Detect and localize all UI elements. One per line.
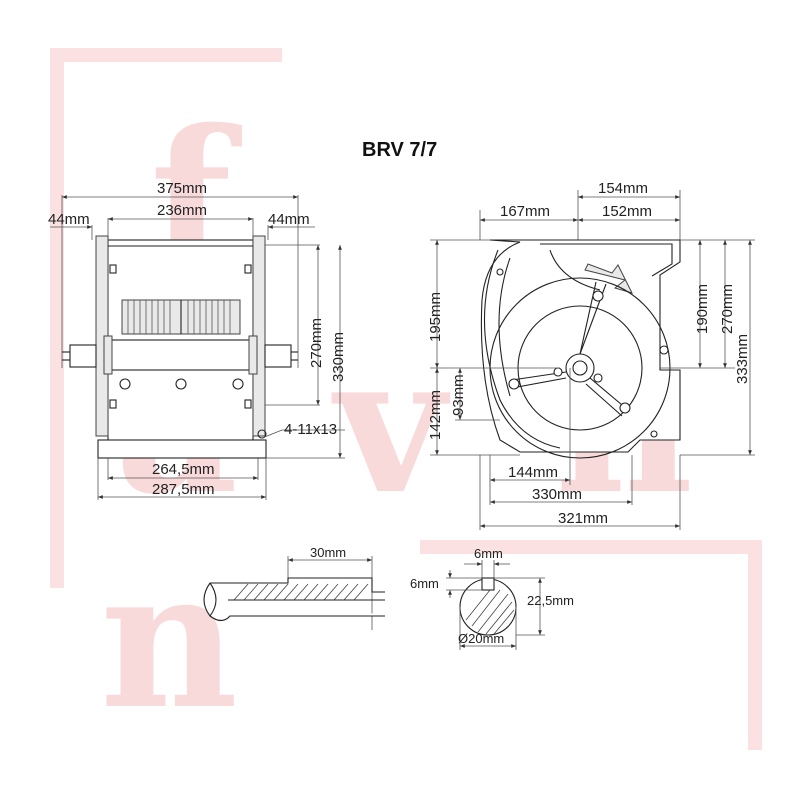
dim-330-side: 330mm: [532, 486, 582, 503]
key-slot: [481, 577, 495, 591]
dim-270-side: 270mm: [719, 284, 736, 334]
watermark-letter-n2: n: [100, 528, 239, 751]
dim-190: 190mm: [694, 284, 711, 334]
dim-264-5: 264,5mm: [152, 461, 215, 478]
dim-270: 270mm: [308, 318, 325, 368]
dim-142: 142mm: [427, 390, 444, 440]
dim-22-5: 22,5mm: [527, 593, 574, 608]
holes-callout: 4-11x13: [284, 421, 337, 438]
base-plate: [97, 439, 267, 459]
shaft-stub-right: [264, 344, 292, 368]
dim-330: 330mm: [330, 332, 347, 382]
dim-152: 152mm: [602, 203, 652, 220]
shaft-stub-left: [69, 344, 97, 368]
dim-diameter: Ø20mm: [458, 631, 504, 646]
front-view: 375mm 236mm 44mm 44mm: [48, 180, 347, 500]
watermark-letter-v: v: [335, 313, 446, 536]
watermark-frame-left: [50, 48, 64, 588]
shaft-cross-section: 6mm 6mm 22,5mm Ø20mm: [410, 546, 574, 650]
dim-195: 195mm: [427, 292, 444, 342]
drawing-title: BRV 7/7: [362, 139, 437, 161]
dim-144: 144mm: [508, 464, 558, 481]
dim-30: 30mm: [310, 545, 346, 560]
shaft-key-detail: 30mm: [203, 545, 385, 630]
dim-375: 375mm: [157, 180, 207, 197]
dim-154: 154mm: [598, 180, 648, 197]
watermark-frame-top: [50, 48, 282, 62]
dim-93: 93mm: [450, 374, 467, 416]
dim-333: 333mm: [734, 334, 751, 384]
dim-6-width: 6mm: [474, 546, 503, 561]
dim-167: 167mm: [500, 203, 550, 220]
impeller-blades: [121, 299, 241, 335]
dim-44-right: 44mm: [268, 211, 310, 228]
watermark-frame-bottom: [420, 540, 762, 554]
dim-287-5: 287,5mm: [152, 481, 215, 498]
dim-321: 321mm: [558, 510, 608, 527]
dim-44-left: 44mm: [48, 211, 90, 228]
watermark-frame-right: [748, 540, 762, 750]
dim-6-height: 6mm: [410, 576, 439, 591]
dim-236: 236mm: [157, 202, 207, 219]
scroll-housing: [480, 239, 681, 453]
side-view: 154mm 167mm 152mm: [427, 180, 755, 530]
